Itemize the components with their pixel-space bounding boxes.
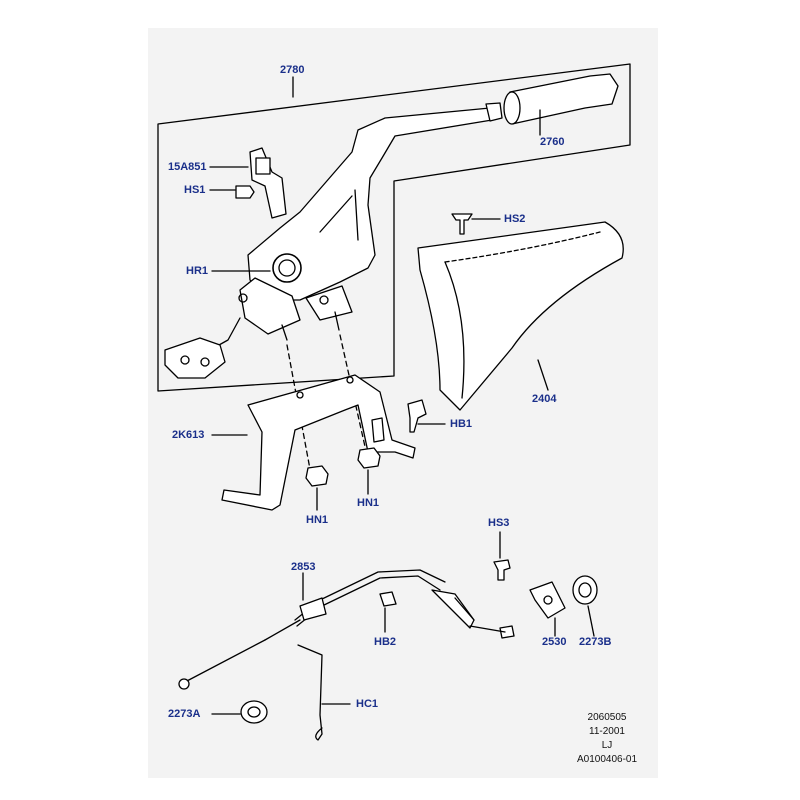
clip-hc1	[297, 644, 323, 741]
grommet-2273B-inner	[578, 582, 592, 598]
lever-pivot-ring-outer	[272, 253, 302, 283]
label-2760: 2760	[540, 136, 565, 148]
assembly-boundary-2780	[157, 63, 631, 392]
nut-hn1-right	[357, 447, 381, 469]
label-2853: 2853	[291, 561, 316, 573]
bracket-slot	[371, 417, 385, 443]
nut-hn1-left	[305, 465, 329, 487]
clip-hole	[543, 595, 553, 605]
screw-hs3	[493, 559, 511, 581]
label-2K613: 2K613	[172, 429, 205, 441]
screw-hs2	[451, 213, 473, 235]
label-hs3: HS3	[488, 517, 510, 529]
lever-pivot-ring-inner	[278, 259, 296, 277]
reference-code: 2060505	[587, 712, 627, 723]
leader-2404	[537, 359, 549, 391]
label-hn1-right: HN1	[357, 497, 380, 509]
connector-pin-2	[200, 357, 210, 367]
lever-foot-hole-2	[238, 293, 248, 303]
clip-2530	[529, 581, 566, 619]
gaiter-2404	[417, 221, 624, 411]
bracket-2K613	[221, 374, 416, 511]
bolt-hb2	[379, 591, 397, 607]
label-hr1: HR1	[186, 265, 209, 277]
lever-body	[247, 107, 493, 301]
label-2780: 2780	[280, 64, 305, 76]
label-hc1: HC1	[356, 698, 379, 710]
lever-foot-hole-1	[319, 295, 329, 305]
diagram-page	[148, 28, 658, 778]
cable-rod-left	[264, 619, 301, 641]
gaiter-stitch	[444, 231, 601, 263]
label-hn1-left: HN1	[306, 514, 329, 526]
stud-left	[281, 324, 288, 341]
label-15A851: 15A851	[168, 161, 207, 173]
lever-mount-foot	[305, 285, 353, 321]
label-hs1: HS1	[184, 184, 206, 196]
label-2404: 2404	[532, 393, 557, 405]
stud-right	[334, 311, 340, 331]
bracket-hole-2	[346, 376, 354, 384]
cable-spring	[454, 597, 475, 621]
illustration-id: A0100406-01	[576, 754, 638, 765]
cable-end-ball	[178, 678, 190, 690]
cable-long-rod	[184, 639, 266, 683]
screw-hs1	[235, 185, 255, 199]
switch-body	[255, 157, 271, 175]
label-hb2: HB2	[374, 636, 397, 648]
cable-end-right	[499, 625, 515, 639]
bracket-hole-1	[296, 391, 304, 399]
cable-rod-right	[469, 625, 506, 633]
label-2530: 2530	[542, 636, 567, 648]
cable-connector	[164, 337, 226, 379]
grip-2760	[504, 73, 619, 125]
grip-end	[503, 91, 521, 125]
grommet-2273A	[240, 700, 268, 724]
label-2273B: 2273B	[579, 636, 612, 648]
lever-inner-edge	[319, 189, 359, 241]
reference-initials: LJ	[601, 740, 613, 751]
label-hs2: HS2	[504, 213, 526, 225]
leader-2273B	[587, 605, 595, 637]
grommet-2273B	[572, 575, 598, 605]
cable-sheath-left	[299, 597, 327, 621]
connector-pin-1	[180, 355, 190, 365]
grommet-2273A-inner	[247, 706, 261, 718]
cable-sheath-right	[431, 589, 475, 629]
reference-date: 11-2001	[589, 726, 625, 737]
label-2273A: 2273A	[168, 708, 201, 720]
lever-rod-end	[485, 102, 503, 122]
bolt-hb1	[407, 399, 427, 433]
label-hb1: HB1	[450, 418, 473, 430]
lever-lower-bracket	[239, 277, 301, 335]
gaiter-inner-fold	[444, 261, 465, 399]
